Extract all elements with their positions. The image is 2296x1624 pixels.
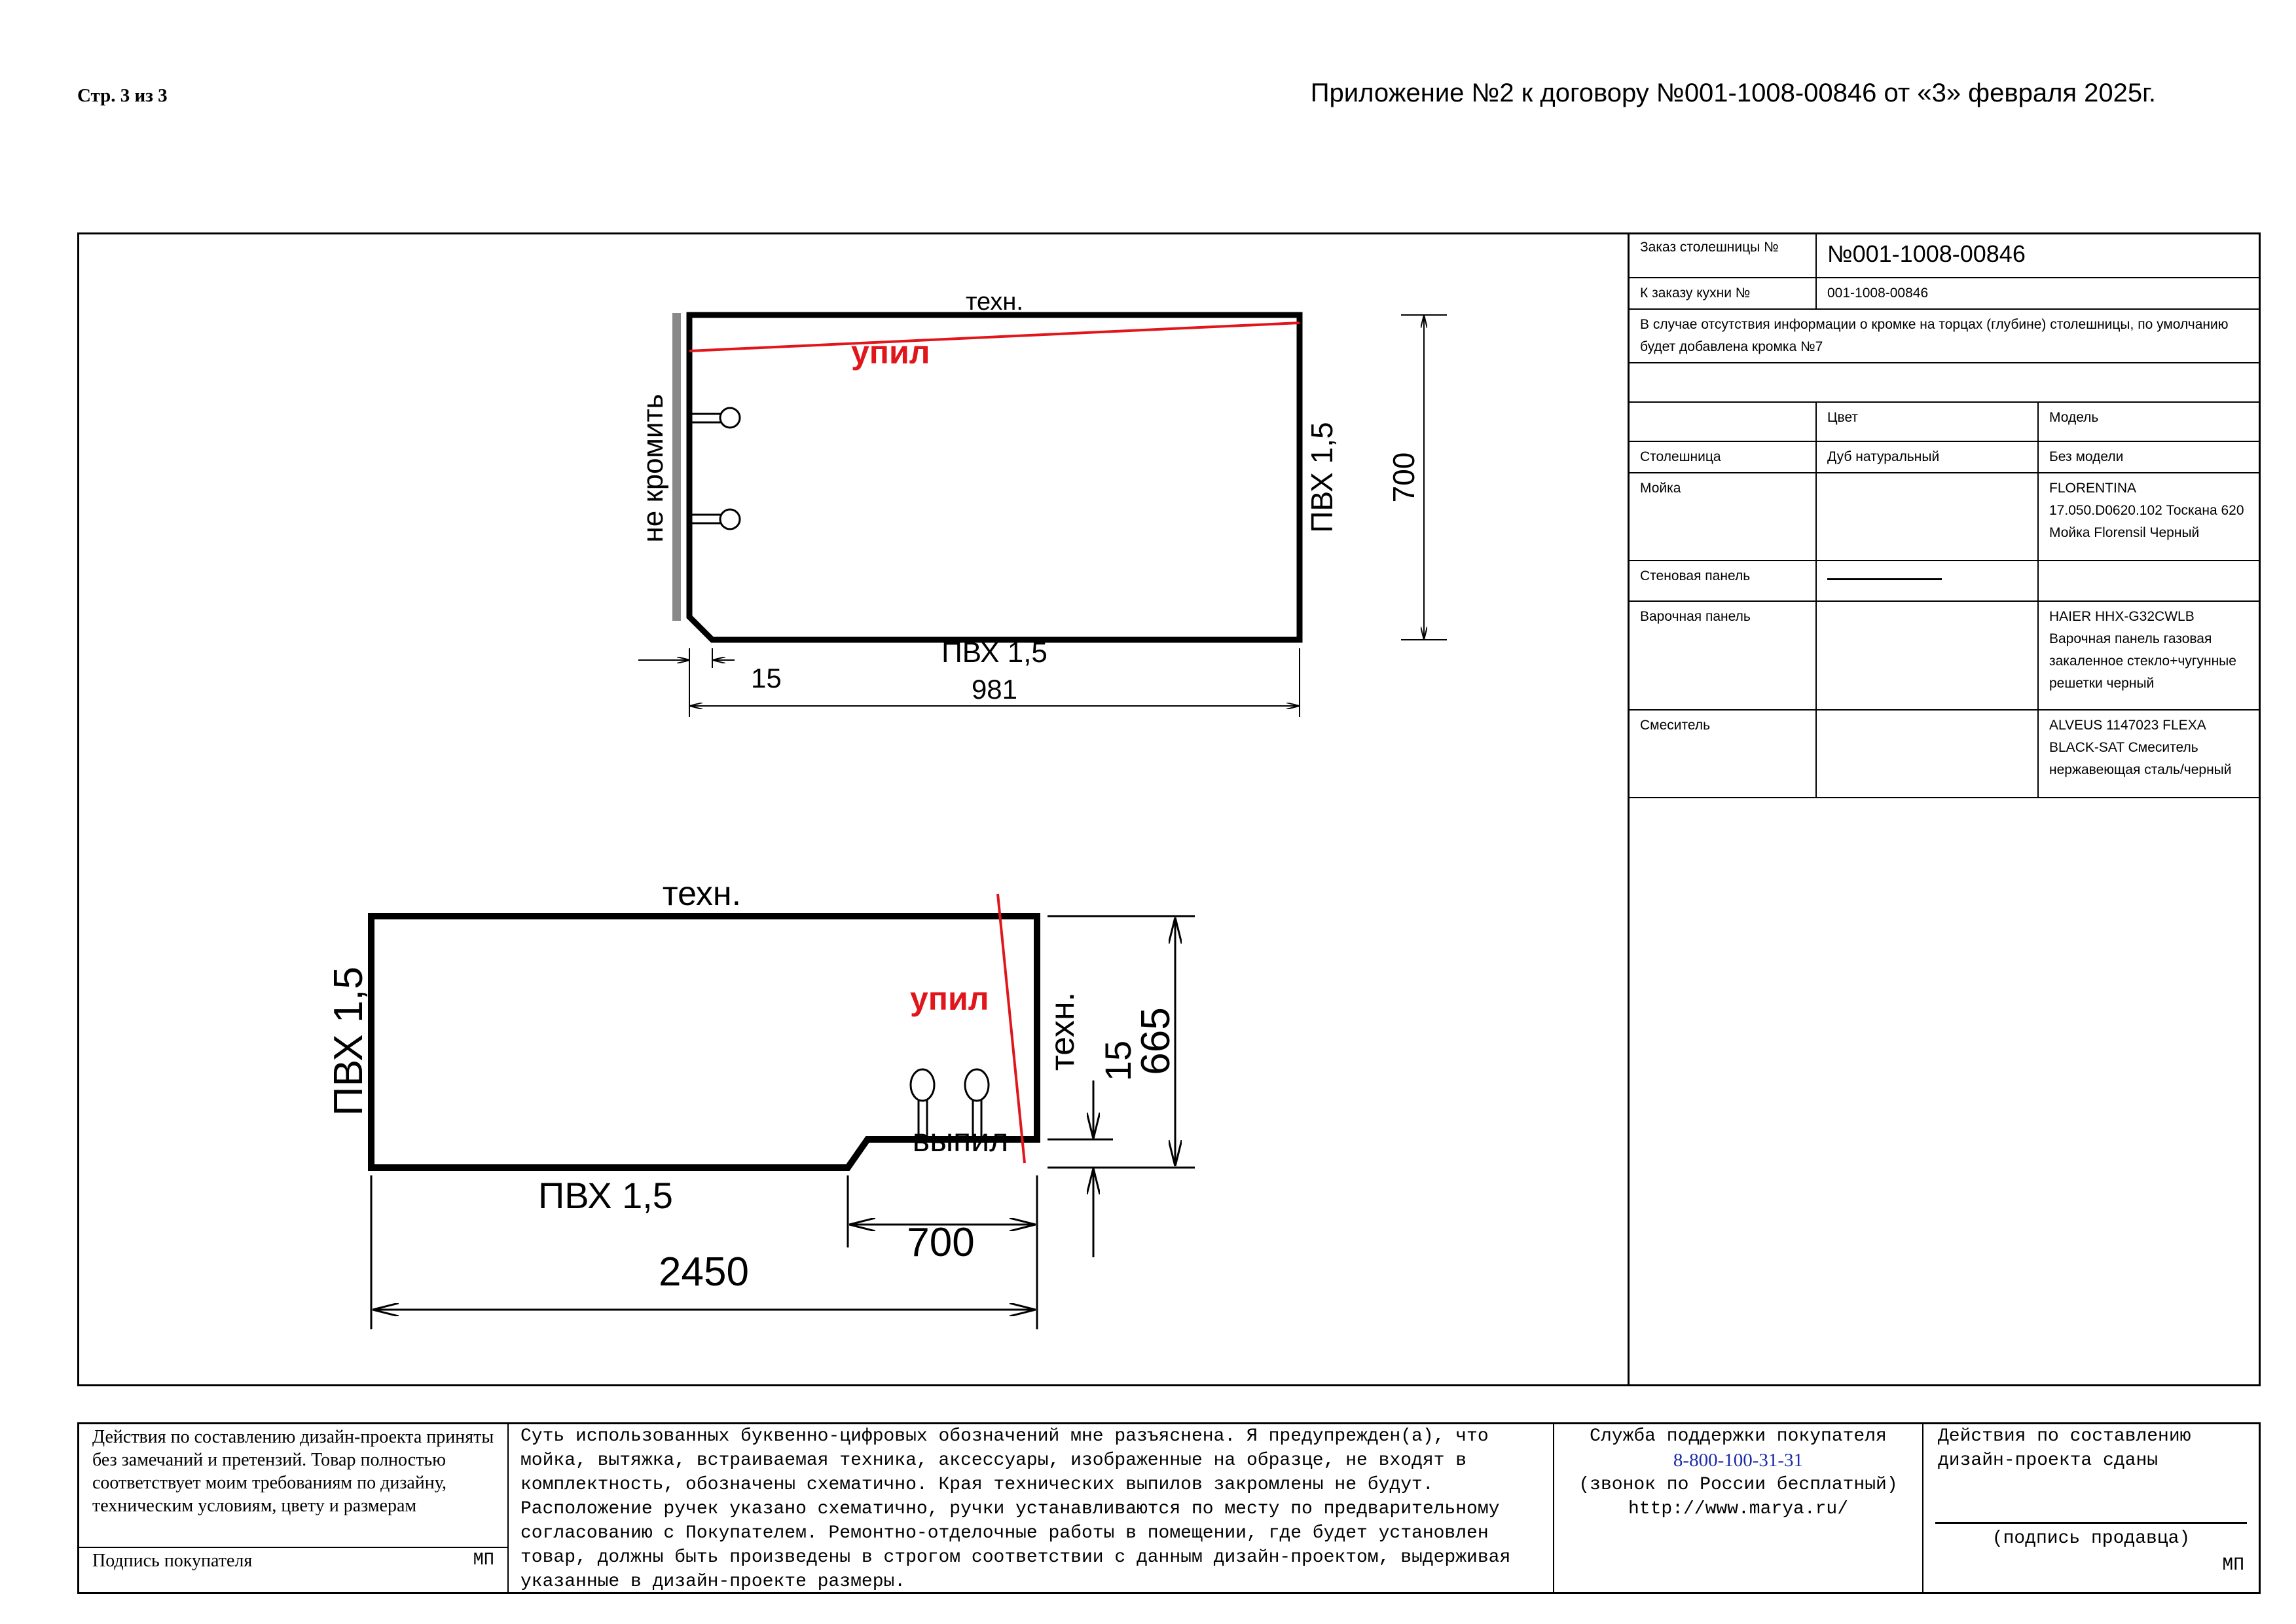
part2-dimensions: [370, 915, 1195, 1329]
countertop-drawing: техн. упил не кромить ПВХ 1,5 ПВХ 1,5 70…: [326, 288, 1447, 1329]
col-color-header: Цвет: [1816, 402, 2039, 442]
acceptance-text: Действия по составлению дизайн-проекта п…: [92, 1427, 494, 1516]
statement-text: Суть использованных буквенно-цифровых об…: [509, 1424, 1554, 1592]
wall-panel-color-cell: [1816, 561, 2039, 602]
part1-dim-offset: 15: [751, 663, 782, 693]
part1-outline: [686, 312, 1303, 643]
part2-dim-width: 2450: [659, 1249, 749, 1295]
row-name: Мойка: [1630, 473, 1817, 561]
order-number: №001-1008-00846: [1816, 232, 2261, 278]
seller-handover: Действия по составлению дизайн-проекта с…: [1923, 1424, 2259, 1592]
drawing-frame: [77, 232, 2261, 1386]
part2-left-label: ПВХ 1,5: [326, 967, 371, 1116]
row-color: Дуб натуральный: [1816, 441, 2039, 473]
row-model: [2038, 561, 2261, 602]
part2-right-label: техн.: [1044, 992, 1082, 1071]
part1-top-label: техн.: [966, 288, 1023, 316]
part1-dimensions: [638, 314, 1447, 717]
page-number: Стр. 3 из 3: [77, 85, 168, 106]
row-model: ALVEUS 1147023 FLEXA BLACK-SAT Смеситель…: [2038, 710, 2261, 798]
part2-notch-label: выпил: [913, 1122, 1009, 1158]
signature-line: [1935, 1522, 2247, 1524]
part2-dim-notch: 700: [907, 1220, 974, 1265]
row-color: [1816, 601, 2039, 710]
edge-note: В случае отсутствия информации о кромке …: [1630, 309, 2261, 363]
part2-dim-height: 665: [1133, 1007, 1178, 1075]
document-title: Приложение №2 к договору №001-1008-00846…: [1310, 79, 2156, 107]
part2-dim-offset: 15: [1097, 1041, 1139, 1081]
part1: техн. упил не кромить ПВХ 1,5 ПВХ 1,5 70…: [637, 288, 1447, 717]
kitchen-number: 001-1008-00846: [1816, 278, 2261, 310]
support-block: Служба поддержки покупателя 8-800-100-31…: [1554, 1424, 1923, 1592]
stamp-label: МП: [2222, 1555, 2244, 1576]
row-name: Столешница: [1630, 441, 1817, 473]
part2-cut-line: [996, 893, 1026, 1164]
footer-block: Действия по составлению дизайн-проекта п…: [77, 1422, 2261, 1594]
row-model: Без модели: [2038, 441, 2261, 473]
no-edge-mark: [672, 313, 681, 621]
seller-sign-label: (подпись продавца): [1992, 1528, 2191, 1549]
part1-left-label: не кромить: [637, 394, 669, 542]
row-name: Смеситель: [1630, 710, 1817, 798]
support-title: Служба поддержки покупателя: [1590, 1426, 1887, 1447]
blank-line: [1827, 578, 1942, 580]
spec-table: Заказ столешницы № №001-1008-00846 К зак…: [1628, 232, 2261, 1386]
row-name: Варочная панель: [1630, 601, 1817, 710]
handover-text: Действия по составлению дизайн-проекта с…: [1938, 1426, 2191, 1471]
part1-cut-line: [689, 322, 1300, 352]
part1-cut-label: упил: [851, 334, 930, 371]
header-empty-cell: [1630, 402, 1817, 442]
support-site-link[interactable]: http://www.marya.ru/: [1628, 1499, 1849, 1519]
part1-dim-width: 981: [972, 674, 1017, 705]
part2-handles: [909, 1068, 990, 1139]
part1-handles: [689, 407, 741, 530]
support-phone: 8-800-100-31-31: [1673, 1450, 1804, 1471]
part1-dim-height: 700: [1387, 452, 1421, 503]
part2-top-label: техн.: [663, 875, 741, 913]
support-note: (звонок по России бесплатный): [1578, 1475, 1898, 1495]
row-model: HAIER HHX-G32CWLB Варочная панель газова…: [2038, 601, 2261, 710]
buyer-sign-label: Подпись покупателя: [92, 1551, 253, 1571]
spacer-row: [1630, 363, 2261, 403]
stamp-label: МП: [473, 1551, 494, 1570]
buyer-sign-row: Подпись покупателя МП: [79, 1547, 507, 1574]
part2-outline: [368, 913, 1040, 1171]
part2-bottom-label: ПВХ 1,5: [538, 1175, 673, 1216]
part1-right-label: ПВХ 1,5: [1305, 422, 1339, 532]
row-color: [1816, 473, 2039, 561]
part1-bottom-label: ПВХ 1,5: [941, 637, 1048, 669]
row-name: Стеновая панель: [1630, 561, 1817, 602]
kitchen-label: К заказу кухни №: [1630, 278, 1817, 310]
buyer-acceptance: Действия по составлению дизайн-проекта п…: [79, 1424, 509, 1592]
col-model-header: Модель: [2038, 402, 2261, 442]
row-model: FLORENTINA 17.050.D0620.102 Тоскана 620 …: [2038, 473, 2261, 561]
part2-cut-label: упил: [910, 980, 989, 1017]
part2: техн. упил ПВХ 1,5 техн. ПВХ 1,5 выпил 6…: [326, 875, 1195, 1329]
row-color: [1816, 710, 2039, 798]
order-label: Заказ столешницы №: [1630, 232, 1817, 278]
